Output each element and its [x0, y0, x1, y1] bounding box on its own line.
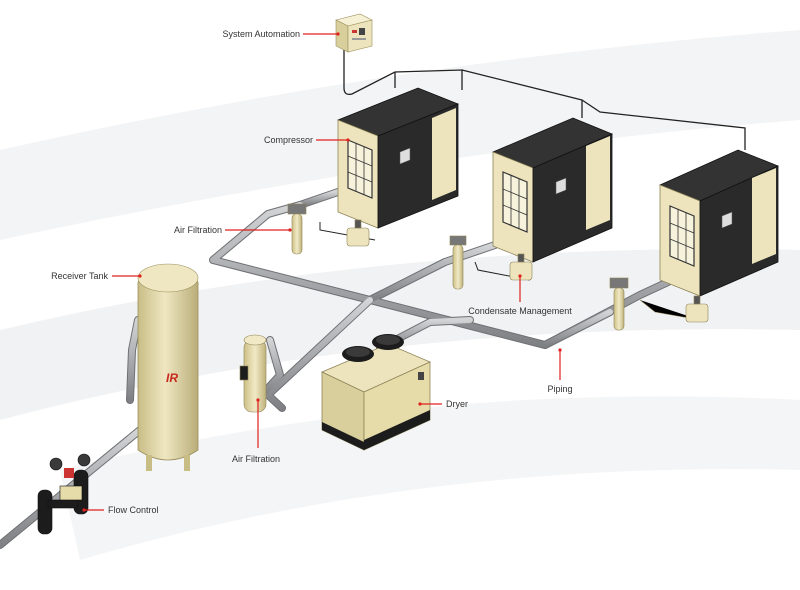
dryer-control-panel: [418, 372, 424, 380]
callout-labels: System Automation Compressor Air Filtrat…: [51, 29, 572, 515]
brand-logo: IR: [166, 371, 178, 385]
label-air-filtration-upper: Air Filtration: [174, 225, 222, 235]
flow-control-assembly: [37, 453, 91, 535]
condensate-drain-units: [319, 219, 709, 323]
dryer-fan-right: [372, 334, 404, 350]
control-wiring: [343, 50, 746, 150]
line-filters: [239, 203, 629, 413]
compressor-2-control-panel: [555, 177, 567, 195]
system-automation-controller: [335, 13, 373, 53]
label-flow-control: Flow Control: [108, 505, 159, 515]
air-filter-3: [609, 277, 629, 331]
label-system-automation: System Automation: [222, 29, 300, 39]
condensate-drain-2: [474, 253, 533, 281]
compressor-unit-2: [491, 117, 614, 263]
compressor-3-control-panel: [721, 211, 733, 229]
air-dryer: [321, 334, 431, 451]
compressor-1-control-panel: [399, 147, 411, 165]
air-filter-upper: [287, 203, 307, 255]
dryer-fan-left: [342, 346, 374, 362]
label-condensate-management: Condensate Management: [468, 306, 572, 316]
compressor-unit-1: [336, 87, 460, 229]
controller-display: [359, 28, 365, 35]
receiver-tank: IR: [137, 263, 199, 471]
label-air-filtration-lower: Air Filtration: [232, 454, 280, 464]
condensate-drain-3: [639, 295, 709, 323]
label-dryer: Dryer: [446, 399, 468, 409]
compressor-unit-3: [658, 149, 780, 297]
air-filter-lower: [239, 334, 267, 413]
piping-network: [0, 188, 672, 549]
status-light-red: [352, 30, 357, 33]
label-compressor: Compressor: [264, 135, 313, 145]
label-receiver-tank: Receiver Tank: [51, 271, 108, 281]
air-filter-2: [449, 235, 467, 290]
leader-endpoints: [82, 32, 562, 512]
leader-lines: [84, 33, 561, 511]
condensate-drain-1: [319, 219, 376, 247]
label-piping: Piping: [547, 384, 572, 394]
